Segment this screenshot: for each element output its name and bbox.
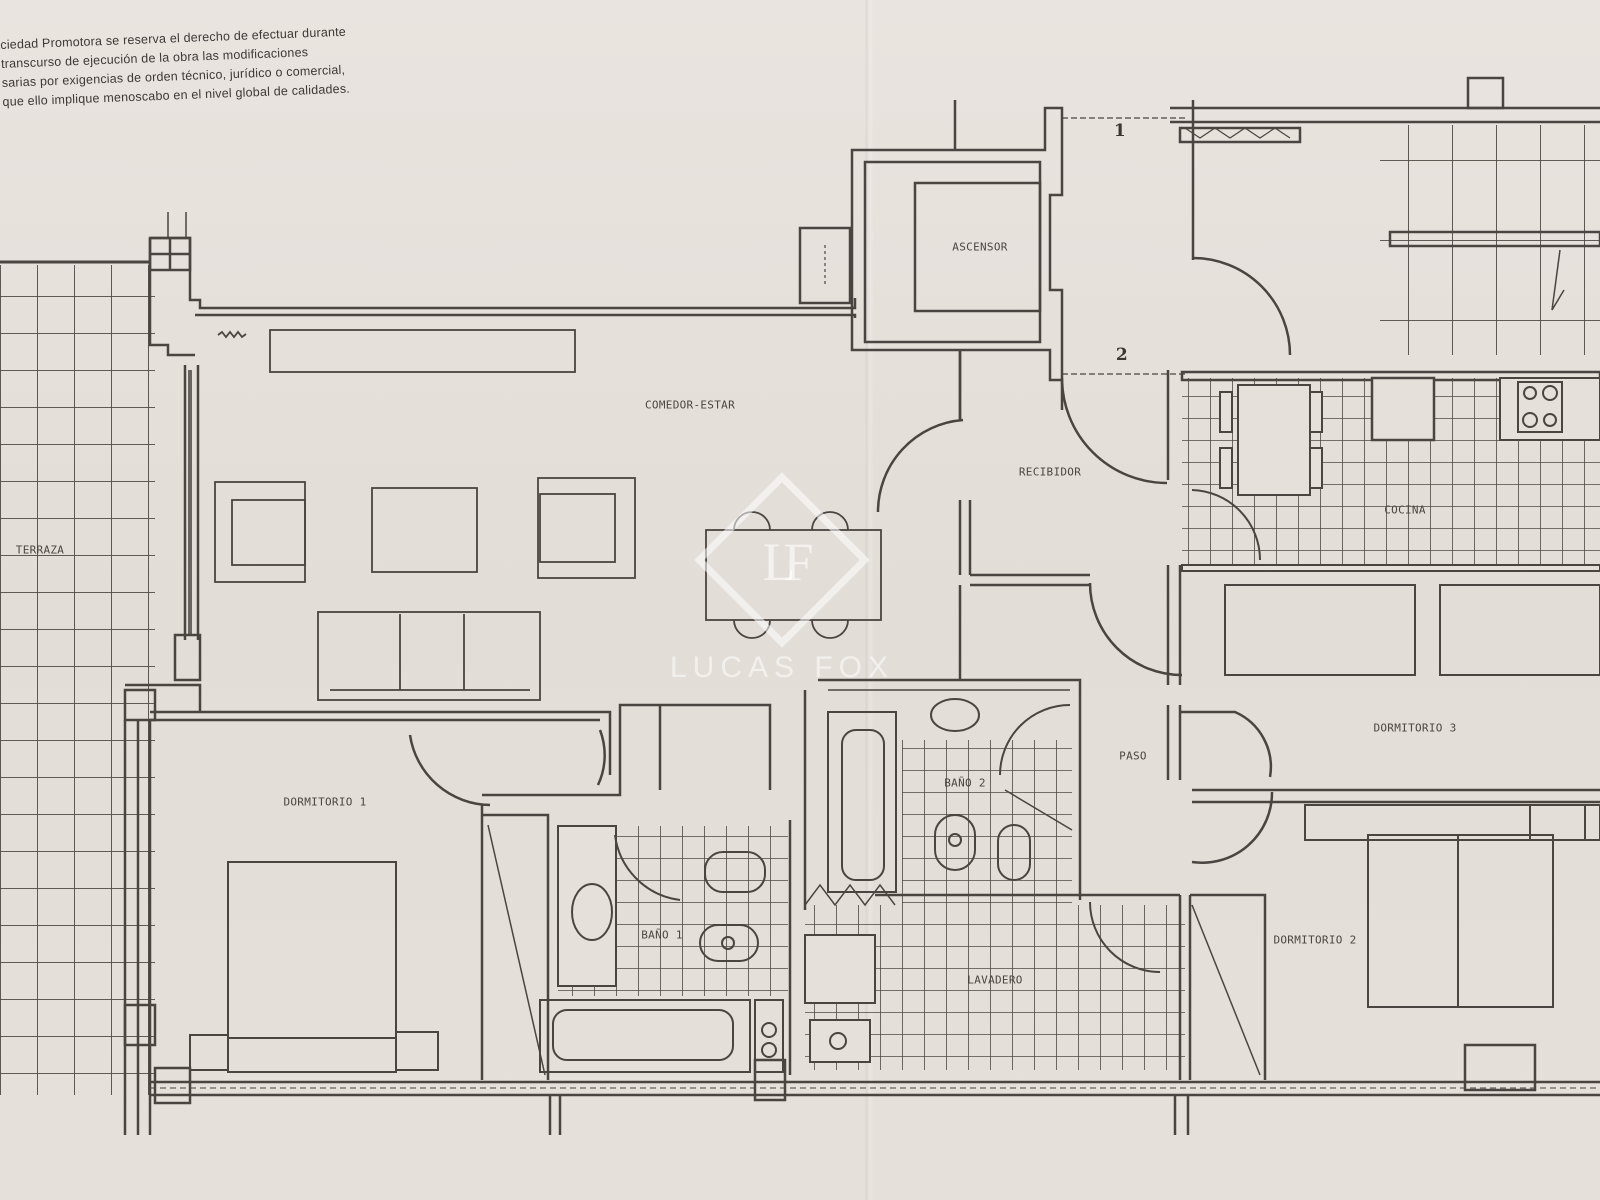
- exterior-walls: [123, 212, 1600, 1135]
- bedroom-1-bed: [189, 861, 439, 1073]
- room-label-recibidor: RECIBIDOR: [1018, 465, 1082, 479]
- room-label-lavadero: LAVADERO: [967, 973, 1023, 987]
- room-label-dormitorio-3: DORMITORIO 3: [1373, 721, 1457, 735]
- kitchen-floor: [1180, 370, 1600, 676]
- room-label-comedor-estar: COMEDOR-ESTAR: [645, 398, 735, 412]
- room-label-terraza: TERRAZA: [15, 543, 65, 557]
- door-marker-1: 1: [1113, 121, 1127, 141]
- watermark-brand: LUCAS FOX: [669, 651, 895, 684]
- elevator-shaft: [798, 100, 1185, 420]
- terrace-floor: [0, 260, 155, 1095]
- room-label-paso: PASO: [1119, 749, 1147, 763]
- room-label-cocina: COCINA: [1384, 503, 1426, 517]
- door-marker-2: 2: [1115, 345, 1129, 365]
- sideboard: [269, 329, 576, 373]
- radiator-icon: [217, 330, 247, 339]
- room-label-dormitorio-2: DORMITORIO 2: [1273, 933, 1357, 947]
- room-label-bano-1: BAÑO 1: [641, 928, 683, 942]
- bedroom-2-bed: [1304, 804, 1600, 1008]
- living-furniture: [214, 329, 882, 701]
- staircase: [1170, 76, 1600, 356]
- room-label-bano-2: BAÑO 2: [944, 776, 986, 790]
- room-label-ascensor: ASCENSOR: [952, 240, 1008, 254]
- bathroom-1: [539, 820, 792, 1075]
- bathroom-2: [803, 678, 1082, 910]
- laundry-room: [804, 883, 1185, 1070]
- interior-walls: [408, 350, 1600, 1080]
- room-label-dormitorio-1: DORMITORIO 1: [283, 795, 367, 809]
- watermark-logo-letters: LF: [762, 532, 813, 592]
